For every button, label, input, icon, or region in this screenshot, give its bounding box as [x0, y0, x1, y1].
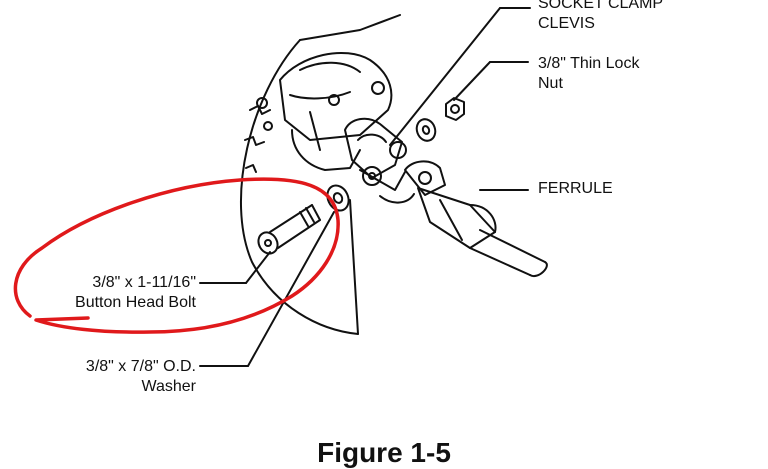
label-od-washer: 3/8" x 7/8" O.D. Washer	[40, 357, 196, 397]
nut-line-2: Nut	[538, 75, 563, 92]
od-washer-part	[326, 184, 350, 212]
label-button-head-bolt: 3/8" x 1-11/16" Button Head Bolt	[60, 273, 196, 313]
clevis-line-1: SOCKET CLAMP	[538, 0, 664, 12]
section-line	[349, 199, 359, 335]
gear-teeth	[244, 105, 271, 173]
washer-line-1: 3/8" x 7/8" O.D.	[85, 358, 196, 375]
washer-line-2: Washer	[141, 378, 196, 395]
tube	[469, 229, 548, 278]
socket-body	[279, 52, 393, 171]
label-ferrule: FERRULE	[538, 179, 613, 199]
cutaway-edge	[299, 14, 401, 41]
button-head-bolt-part	[257, 204, 321, 255]
leader-bolt-diag	[245, 251, 271, 284]
leader-washer-diag	[247, 211, 335, 367]
figure-caption: Figure 1-5	[317, 437, 451, 468]
leader-nut	[453, 61, 491, 101]
ferrule-line: FERRULE	[538, 180, 613, 197]
thin-lock-nut	[445, 97, 465, 121]
socket-clamp-clevis	[344, 117, 415, 204]
ferrule	[417, 187, 497, 249]
bolt-line-1: 3/8" x 1-11/16"	[92, 274, 196, 291]
highlight-circle	[13, 177, 340, 334]
nut-line-1: 3/8" Thin Lock	[538, 55, 640, 72]
bolt-line-2: Button Head Bolt	[75, 294, 196, 311]
label-thin-lock-nut: 3/8" Thin Lock Nut	[538, 54, 639, 94]
cutaway-arc	[240, 39, 359, 335]
leader-clevis	[389, 7, 501, 146]
label-socket-clamp-clevis: SOCKET CLAMP CLEVIS	[538, 0, 663, 34]
clevis-line-2: CLEVIS	[538, 15, 595, 32]
